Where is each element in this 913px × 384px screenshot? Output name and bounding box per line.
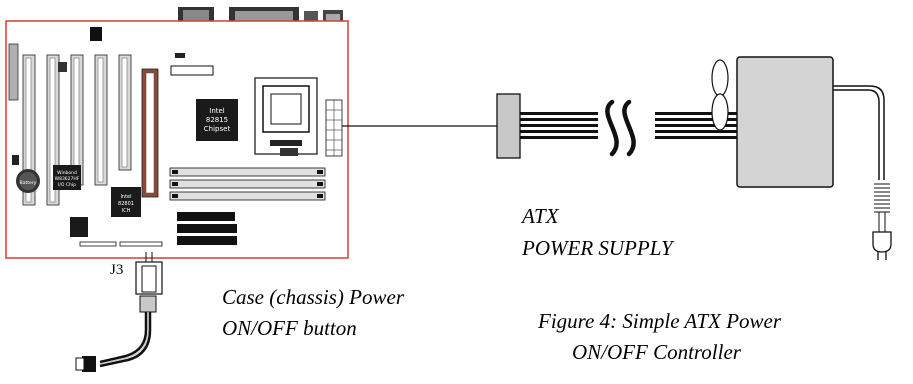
connector-j3-label: J3 <box>110 262 124 278</box>
dimm-slots <box>169 167 326 201</box>
case-power-label-line2: ON/OFF button <box>222 316 357 340</box>
io-chip: Winbond W83627HF I/O Chip <box>53 165 81 190</box>
ac-plug <box>872 231 892 253</box>
atx-label-line2: POWER SUPPLY <box>522 236 673 260</box>
chipset-label-2: 82815 <box>206 116 228 124</box>
power-button-cable <box>99 312 148 364</box>
atx-label-line1: ATX <box>522 204 559 228</box>
chipset-label-1: Intel <box>209 107 225 115</box>
cord-strain-relief <box>874 183 890 213</box>
case-power-label-line1: Case (chassis) Power <box>222 285 404 309</box>
bios-chip <box>70 217 88 237</box>
ide-connectors <box>177 212 237 245</box>
isa-slot <box>8 43 19 101</box>
atx-power-header <box>325 99 343 157</box>
power-supply-box <box>736 56 834 188</box>
ich-label-1: Intel <box>120 194 131 200</box>
psu-wire-bundle-left <box>520 112 598 139</box>
case-power-button <box>75 252 163 372</box>
figure-caption-line2: ON/OFF Controller <box>572 340 741 364</box>
figure-caption-line1: Figure 4: Simple ATX Power <box>538 309 782 333</box>
battery-label: Battery <box>20 180 37 186</box>
wire-break-symbol <box>605 99 636 157</box>
io-label-1: Winbond <box>57 170 77 176</box>
io-label-2: W83627HF <box>55 176 80 182</box>
cpu-socket <box>254 77 318 156</box>
battery: Battery <box>12 155 40 193</box>
chipset-label-3: Chipset <box>204 125 231 133</box>
psu-wire-bundle-right <box>655 112 740 139</box>
ac-power-cord <box>833 85 892 260</box>
ich-label-3: ICH <box>122 208 131 214</box>
agp-slot <box>141 68 159 198</box>
ich-chip: Intel 82801 ICH <box>111 187 141 217</box>
io-label-3: I/O Chip <box>58 182 76 188</box>
power-switch-plug <box>82 356 96 372</box>
front-panel-header <box>79 241 163 247</box>
motherboard: Intel 82815 Chipset <box>5 7 349 259</box>
chipset-chip: Intel 82815 Chipset <box>196 99 238 141</box>
psu-fan <box>711 59 729 131</box>
psu-cable-connector <box>496 93 521 159</box>
ich-label-2: 82801 <box>118 201 134 207</box>
